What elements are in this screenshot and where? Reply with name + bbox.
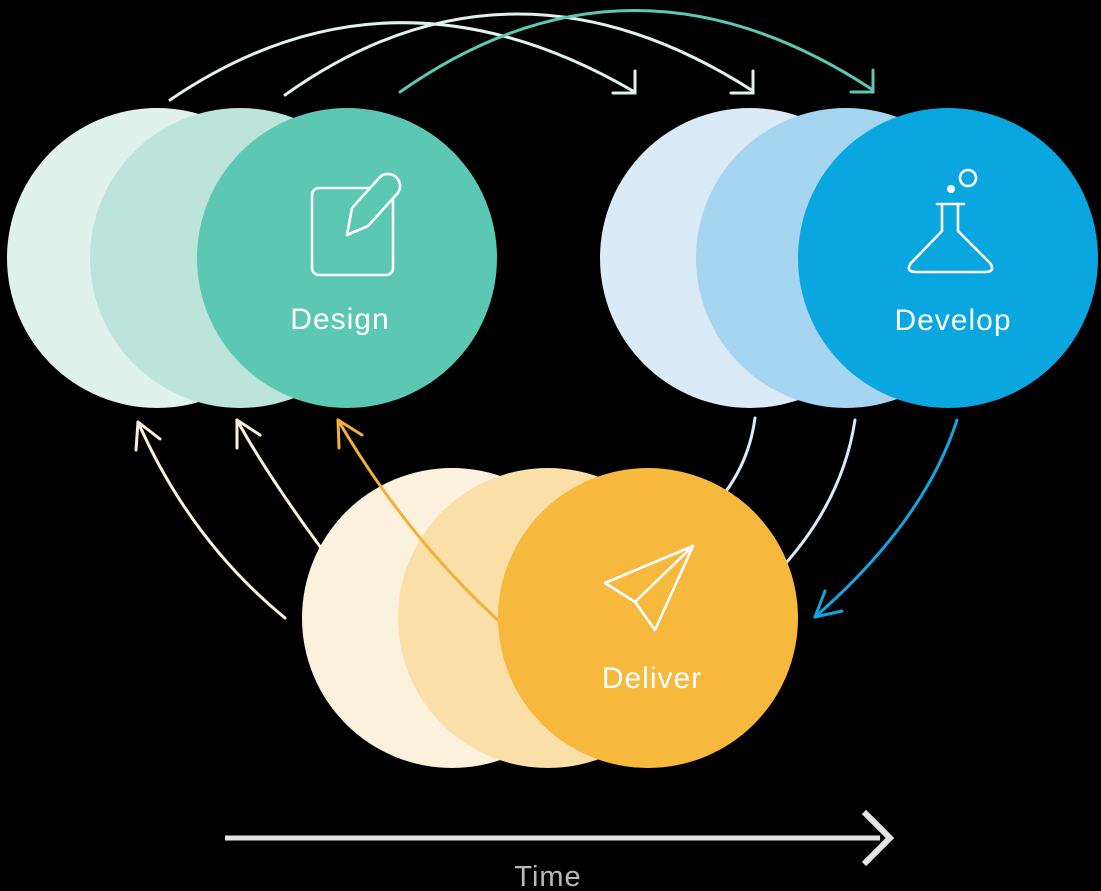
time-axis-arrowhead bbox=[861, 809, 895, 867]
flask-icon bbox=[907, 168, 994, 274]
arrow-design-to-develop-faded-2 bbox=[283, 12, 755, 97]
arrow-deliver-to-design-accent bbox=[336, 418, 522, 642]
deliver-label: Deliver bbox=[602, 662, 702, 695]
arrowhead-design-to-develop-faded-1 bbox=[611, 69, 637, 95]
arrowhead-design-to-develop-accent bbox=[849, 68, 875, 94]
flask-bubble-dot bbox=[947, 185, 955, 193]
arrowhead-develop-to-deliver-accent bbox=[813, 589, 844, 619]
design-circle-main bbox=[197, 108, 497, 408]
time-axis-label: Time bbox=[514, 861, 581, 891]
arrow-deliver-to-design-faded-1 bbox=[136, 420, 287, 620]
arrowhead-design-to-develop-faded-2 bbox=[729, 69, 755, 95]
arrow-design-to-develop-faded-1 bbox=[168, 21, 635, 102]
pencil-square-icon bbox=[310, 172, 402, 277]
arrowhead-deliver-to-design-accent bbox=[336, 418, 364, 450]
arrow-develop-to-deliver-accent bbox=[813, 418, 959, 619]
develop-label: Develop bbox=[894, 304, 1011, 337]
arrowhead-deliver-to-design-faded-2 bbox=[235, 418, 262, 450]
arrow-design-to-develop-accent bbox=[398, 9, 875, 94]
develop-circle-main bbox=[798, 108, 1098, 408]
pencil-icon-body bbox=[345, 172, 402, 237]
arrow-develop-to-deliver-faded-2 bbox=[773, 418, 857, 577]
time-axis: Time bbox=[225, 809, 895, 891]
design-label: Design bbox=[290, 303, 389, 336]
flask-bubble-outline bbox=[958, 168, 978, 188]
arrowhead-deliver-to-design-faded-1 bbox=[134, 420, 162, 452]
arrow-deliver-to-design-faded-2 bbox=[235, 418, 332, 562]
paper-plane-icon bbox=[603, 544, 695, 632]
